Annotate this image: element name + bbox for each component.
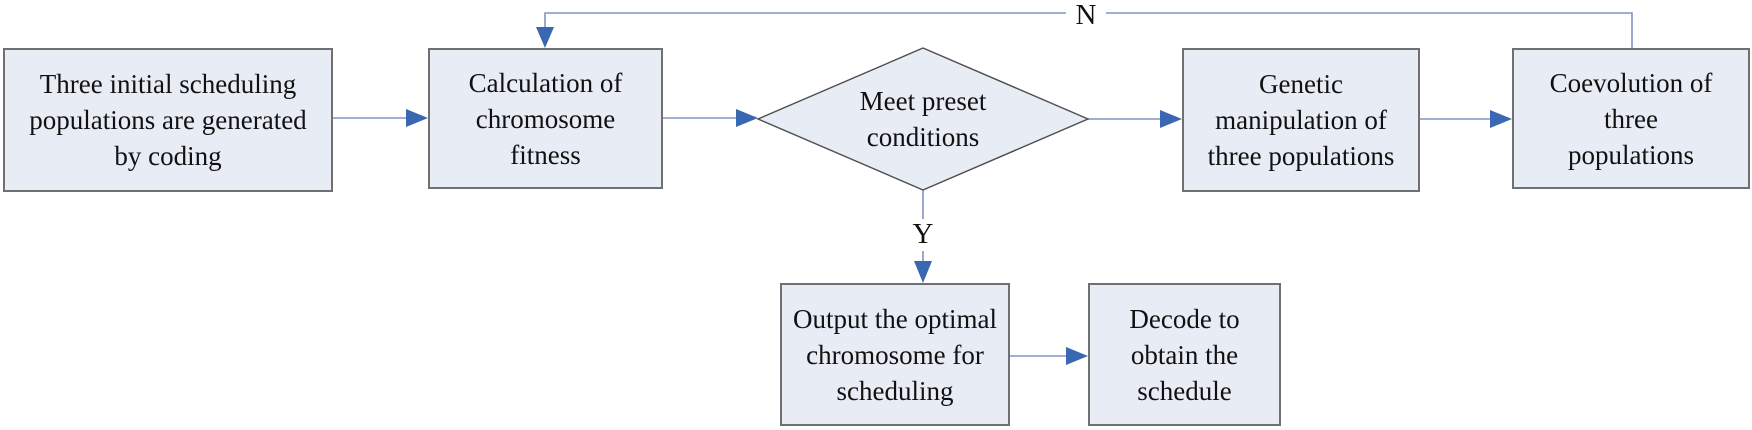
node-coevolution-label: Coevolution of three populations (1549, 67, 1713, 170)
arrow-fitness-to-condition (663, 109, 758, 127)
edge-label-n: N (1066, 0, 1106, 30)
node-output-optimal-chromosome: Output the optimal chromosome for schedu… (780, 283, 1010, 426)
node-output-optimal-chromosome-label: Output the optimal chromosome for schedu… (793, 303, 997, 406)
edge-label-y: Y (903, 219, 943, 251)
node-initial-populations-label: Three initial scheduling populations are… (29, 69, 307, 171)
node-initial-populations: Three initial scheduling populations are… (3, 48, 333, 192)
node-chromosome-fitness-label: Calculation of chromosome fitness (468, 67, 623, 170)
node-genetic-manipulation-label: Genetic manipulation of three population… (1207, 69, 1395, 171)
node-coevolution: Coevolution of three populations (1512, 48, 1750, 189)
node-genetic-manipulation: Genetic manipulation of three population… (1182, 48, 1420, 192)
node-chromosome-fitness: Calculation of chromosome fitness (428, 48, 663, 189)
node-meet-preset-conditions-label: Meet preset conditions (859, 86, 987, 152)
arrow-initial-to-fitness (333, 109, 428, 127)
arrow-condition-to-genetic (1088, 110, 1182, 128)
arrow-genetic-to-coevolution (1420, 110, 1512, 128)
decision-diamond-shape (756, 47, 1090, 191)
arrow-output-to-decode (1010, 347, 1088, 365)
node-meet-preset-conditions: Meet preset conditions (808, 70, 1038, 168)
node-decode-schedule: Decode to obtain the schedule (1088, 283, 1281, 426)
node-decode-schedule-label: Decode to obtain the schedule (1129, 303, 1240, 406)
